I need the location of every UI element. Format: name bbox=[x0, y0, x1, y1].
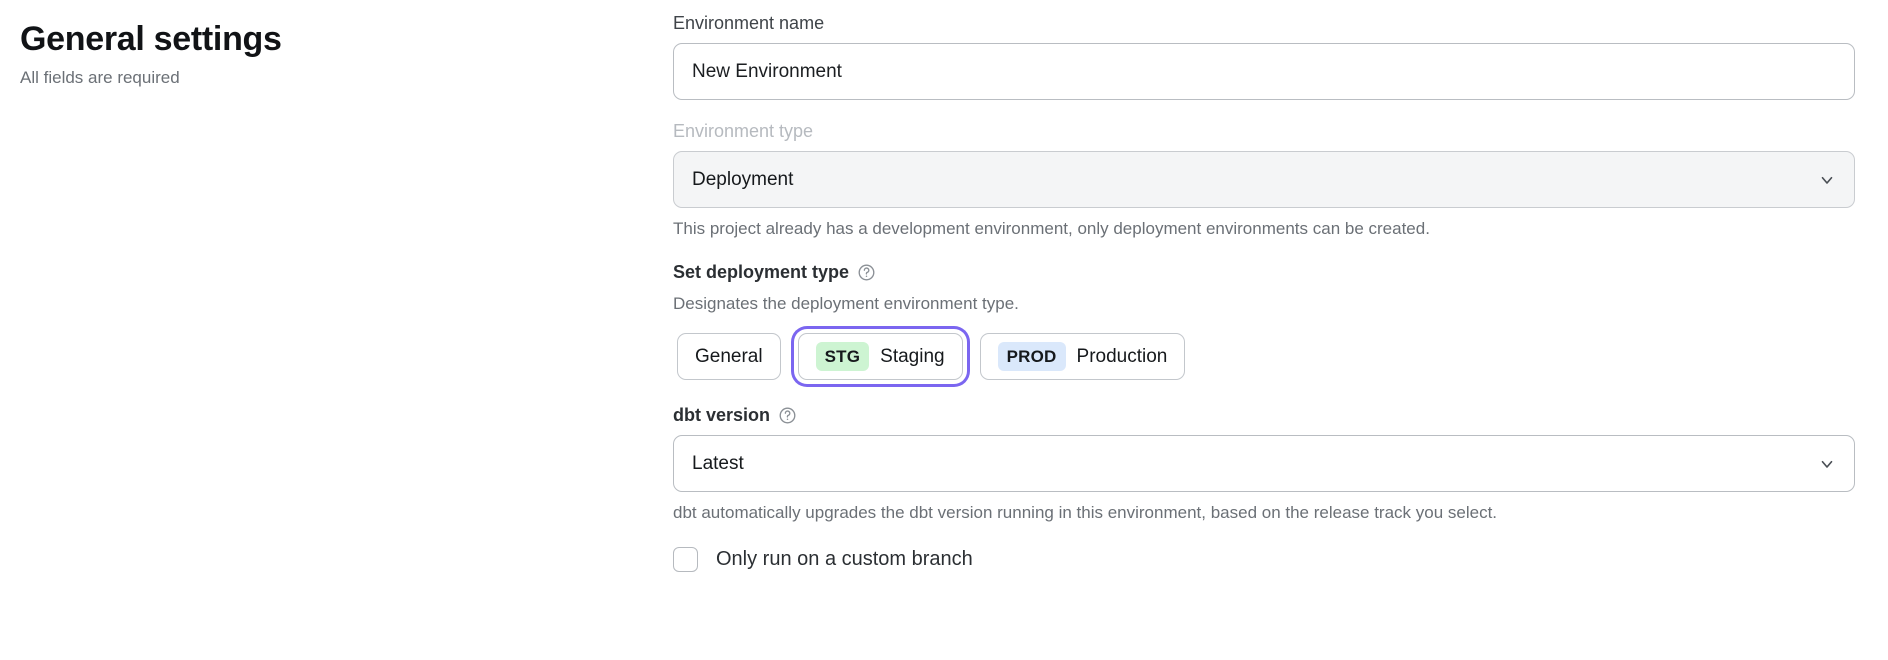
dbt-version-label: dbt version bbox=[673, 402, 1855, 428]
environment-name-label: Environment name bbox=[673, 13, 825, 33]
environment-type-select[interactable]: Deployment bbox=[673, 151, 1855, 208]
page-subtitle: All fields are required bbox=[20, 68, 180, 87]
settings-form: Environment name Environment type Deploy… bbox=[673, 10, 1855, 572]
dbt-version-label-text: dbt version bbox=[673, 405, 771, 425]
deployment-option-production-wrap: PROD Production bbox=[976, 329, 1190, 384]
dbt-version-hint: dbt automatically upgrades the dbt versi… bbox=[673, 503, 1498, 522]
environment-type-hint: This project already has a development e… bbox=[673, 219, 1430, 238]
prod-badge: PROD bbox=[997, 342, 1066, 371]
dbt-version-value: Latest bbox=[692, 452, 744, 474]
deployment-option-staging-label: Staging bbox=[880, 345, 945, 367]
question-circle-icon[interactable] bbox=[857, 263, 876, 282]
custom-branch-row: Only run on a custom branch bbox=[673, 547, 1855, 572]
deployment-type-options: General STG Staging PROD Production bbox=[673, 329, 1855, 384]
deployment-option-production[interactable]: PROD Production bbox=[979, 333, 1186, 380]
deployment-option-general[interactable]: General bbox=[677, 333, 781, 380]
environment-name-input[interactable] bbox=[673, 43, 1855, 100]
dbt-version-select[interactable]: Latest bbox=[673, 435, 1855, 492]
custom-branch-checkbox[interactable] bbox=[673, 547, 698, 572]
deployment-option-staging[interactable]: STG Staging bbox=[797, 333, 963, 380]
stg-badge: STG bbox=[815, 342, 870, 371]
deployment-type-field: Set deployment type Designates the deplo… bbox=[673, 259, 1855, 384]
settings-header: General settings All fields are required bbox=[20, 18, 620, 90]
page-title: General settings bbox=[20, 20, 282, 58]
environment-type-label: Environment type bbox=[673, 121, 814, 141]
deployment-type-label: Set deployment type bbox=[673, 259, 1855, 285]
deployment-option-production-label: Production bbox=[1076, 345, 1168, 367]
environment-type-field: Environment type Deployment This project… bbox=[673, 118, 1855, 241]
deployment-type-label-text: Set deployment type bbox=[673, 262, 850, 282]
deployment-option-staging-wrap: STG Staging bbox=[794, 329, 967, 384]
deployment-type-hint: Designates the deployment environment ty… bbox=[673, 294, 1019, 313]
chevron-down-icon bbox=[1818, 455, 1836, 473]
environment-name-field: Environment name bbox=[673, 10, 1855, 100]
dbt-version-field: dbt version Latest dbt automatically upg… bbox=[673, 402, 1855, 525]
deployment-option-general-wrap: General bbox=[673, 329, 785, 384]
custom-branch-label[interactable]: Only run on a custom branch bbox=[716, 548, 973, 570]
deployment-option-general-label: General bbox=[695, 345, 763, 367]
chevron-down-icon bbox=[1818, 171, 1836, 189]
question-circle-icon[interactable] bbox=[778, 406, 797, 425]
environment-type-value: Deployment bbox=[692, 168, 794, 190]
